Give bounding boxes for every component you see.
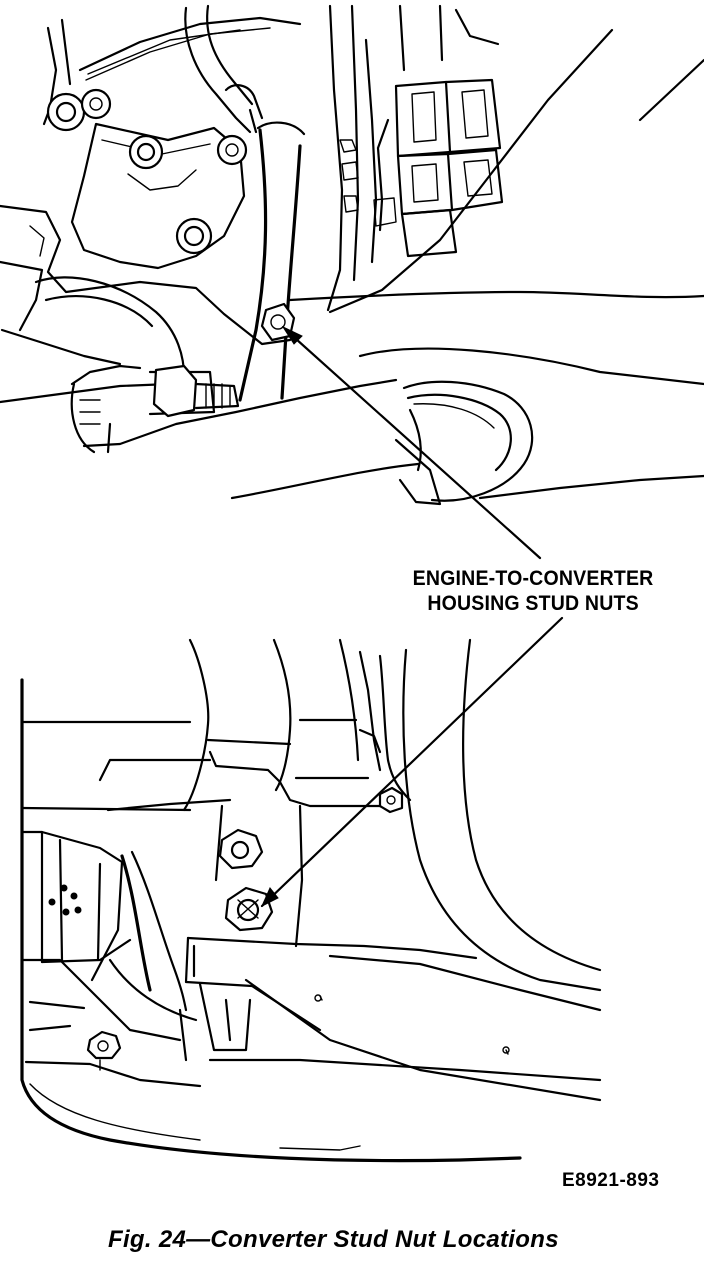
top-engine-view [0,4,704,506]
arrowhead-top [281,325,303,345]
callout-label: ENGINE-TO-CONVERTER HOUSING STUD NUTS [388,566,678,616]
callout-leader-lines [260,325,564,908]
leader-line-top [284,328,542,560]
arrowhead-bottom [260,887,279,908]
figure-caption: Fig. 24—Converter Stud Nut Locations [108,1226,559,1253]
callout-line-2: HOUSING STUD NUTS [427,592,639,615]
figure-code: E8921-893 [562,1170,660,1191]
bottom-converter-view [20,638,602,1163]
callout-line-1: ENGINE-TO-CONVERTER [412,567,654,590]
leader-line-bottom [260,616,564,908]
